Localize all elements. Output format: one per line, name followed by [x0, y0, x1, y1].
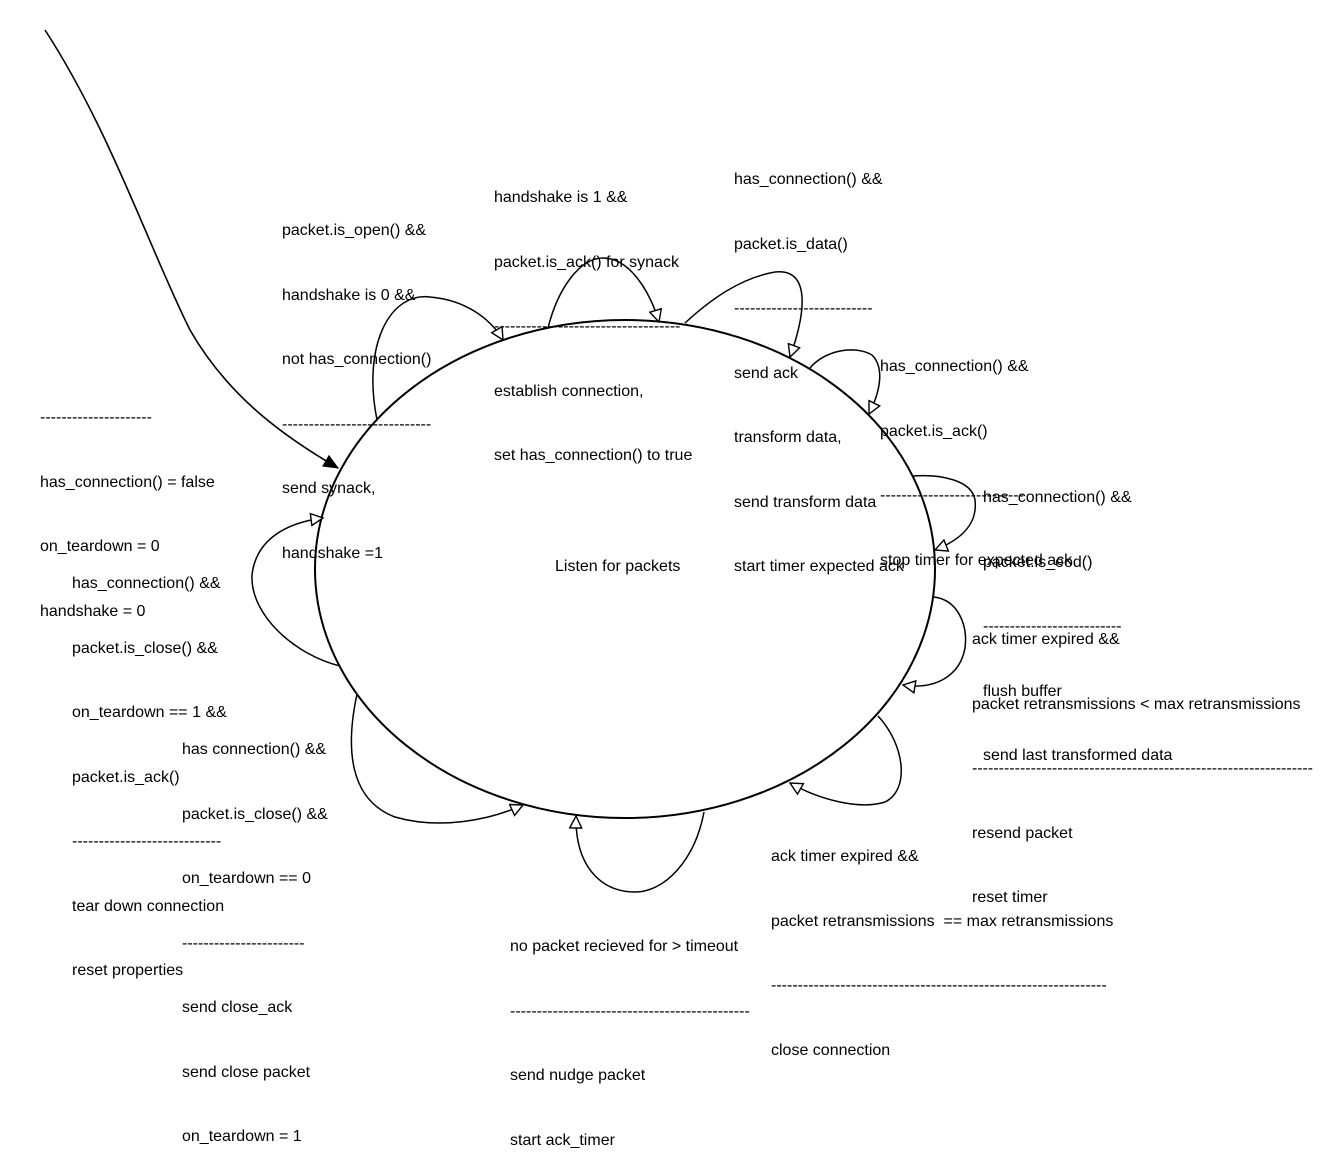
loop-synack-ack [547, 257, 659, 329]
transition-line: start ack_timer [510, 1131, 615, 1149]
transition-line: ----------------------------------------… [771, 977, 1107, 994]
state-diagram [44, 29, 976, 893]
loop-close-ack [251, 518, 341, 667]
transition-line: packet.is_ack() for synack [494, 253, 679, 271]
transition-line: send synack, [282, 480, 376, 497]
loop-data [684, 271, 803, 357]
transition-line: has_connection() && [983, 489, 1132, 506]
transition-line: on_teardown == 0 [182, 870, 311, 887]
loop-open-handshake [372, 296, 503, 421]
transition-line: on_teardown == 1 && [72, 704, 227, 721]
transition-label-retransmit: ack timer expired && packet retransmissi… [972, 586, 1313, 930]
transition-line: ack timer expired && [972, 631, 1120, 648]
transition-line: -------------------------- [734, 300, 873, 317]
transition-line: -------------------------- [983, 618, 1122, 635]
transition-label-close-ack: has_connection() && packet.is_close() &&… [72, 530, 227, 1003]
transition-line: ---------------------------- [282, 415, 432, 433]
transition-line: ----------------------------------------… [510, 1002, 750, 1020]
transition-line: handshake =1 [282, 544, 383, 562]
transition-label-synack-ack: handshake is 1 && packet.is_ack() for sy… [494, 144, 692, 488]
transition-line: close connection [771, 1041, 891, 1059]
transition-line: --------------------------- [880, 487, 1024, 504]
transition-line: handshake is 1 && [494, 189, 628, 206]
state-label: Listen for packets [555, 558, 681, 575]
transition-label-open-handshake: packet.is_open() && handshake is 0 && no… [282, 177, 431, 586]
transition-line: has_connection() && [72, 575, 221, 592]
transition-line: establish connection, [494, 382, 644, 400]
transition-line: has connection() && [182, 741, 327, 758]
initial-line: on_teardown = 0 [40, 538, 160, 555]
transition-line: send transform data [734, 493, 877, 511]
transition-line: resend packet [972, 824, 1073, 842]
loop-max-retransmit [790, 715, 902, 806]
transition-line: packet.is_ack() [72, 768, 180, 786]
initial-transition-arrow [44, 29, 338, 469]
transition-line: packet.is_data() [734, 235, 848, 253]
transition-line: stop timer for expected ack [880, 551, 1073, 569]
transition-line: ack timer expired && [771, 848, 919, 865]
transition-line: start timer expected ack [734, 558, 904, 575]
transition-line: packet.is_eod() [983, 553, 1093, 571]
transition-line: has_connection() && [880, 358, 1029, 375]
initial-line: --------------------- [40, 409, 152, 426]
transition-label-eod: has_connection() && packet.is_eod() ----… [983, 444, 1172, 788]
transition-line: ----------------------- [182, 934, 305, 952]
transition-line: send nudge packet [510, 1067, 646, 1084]
transition-line: packet.is_close() && [182, 805, 328, 823]
transition-label-timeout: no packet recieved for > timeout -------… [510, 893, 750, 1173]
transition-line: send last transformed data [983, 747, 1173, 764]
transition-line: transform data, [734, 429, 842, 446]
transition-line: packet retransmissions < max retransmiss… [972, 695, 1301, 713]
transition-line: ---------------------------- [72, 833, 222, 850]
transition-line: send close packet [182, 1063, 311, 1081]
transition-line: ----------------------------------------… [972, 760, 1313, 777]
transition-line: tear down connection [72, 897, 225, 915]
transition-line: set has_connection() to true [494, 447, 693, 464]
transition-line: send ack [734, 364, 799, 382]
transition-line: not has_connection() [282, 351, 432, 368]
loop-eod [912, 474, 976, 550]
transition-label-max-retransmit: ack timer expired && packet retransmissi… [771, 803, 1113, 1083]
transition-line: handshake is 0 && [282, 286, 416, 304]
initial-conditions-label: --------------------- has_connection() =… [40, 364, 215, 644]
transition-line: packet.is_close() && [72, 639, 218, 657]
initial-line: has_connection() = false [40, 473, 215, 491]
initial-line: handshake = 0 [40, 602, 146, 620]
listen-state-node [314, 319, 936, 819]
transition-line: reset timer [972, 889, 1048, 906]
transition-line: reset properties [72, 962, 184, 979]
transition-line: flush buffer [983, 682, 1062, 700]
transition-line: no packet recieved for > timeout [510, 938, 739, 955]
transition-line: packet.is_open() && [282, 222, 427, 239]
transition-line: packet retransmissions == max retransmis… [771, 912, 1114, 930]
transition-line: ----------------------------------- [494, 318, 681, 335]
loop-retransmit [903, 596, 967, 686]
transition-line: packet.is_ack() [880, 422, 988, 440]
transition-label-data: has_connection() && packet.is_data() ---… [734, 126, 904, 599]
loop-close-request [350, 693, 523, 824]
transition-line: send close_ack [182, 999, 293, 1016]
transition-line: on_teardown = 1 [182, 1128, 302, 1145]
loop-timeout [576, 811, 705, 893]
transition-label-ack: has_connection() && packet.is_ack() ----… [880, 313, 1072, 593]
transition-line: has_connection() && [734, 171, 883, 188]
loop-ack [809, 349, 880, 414]
